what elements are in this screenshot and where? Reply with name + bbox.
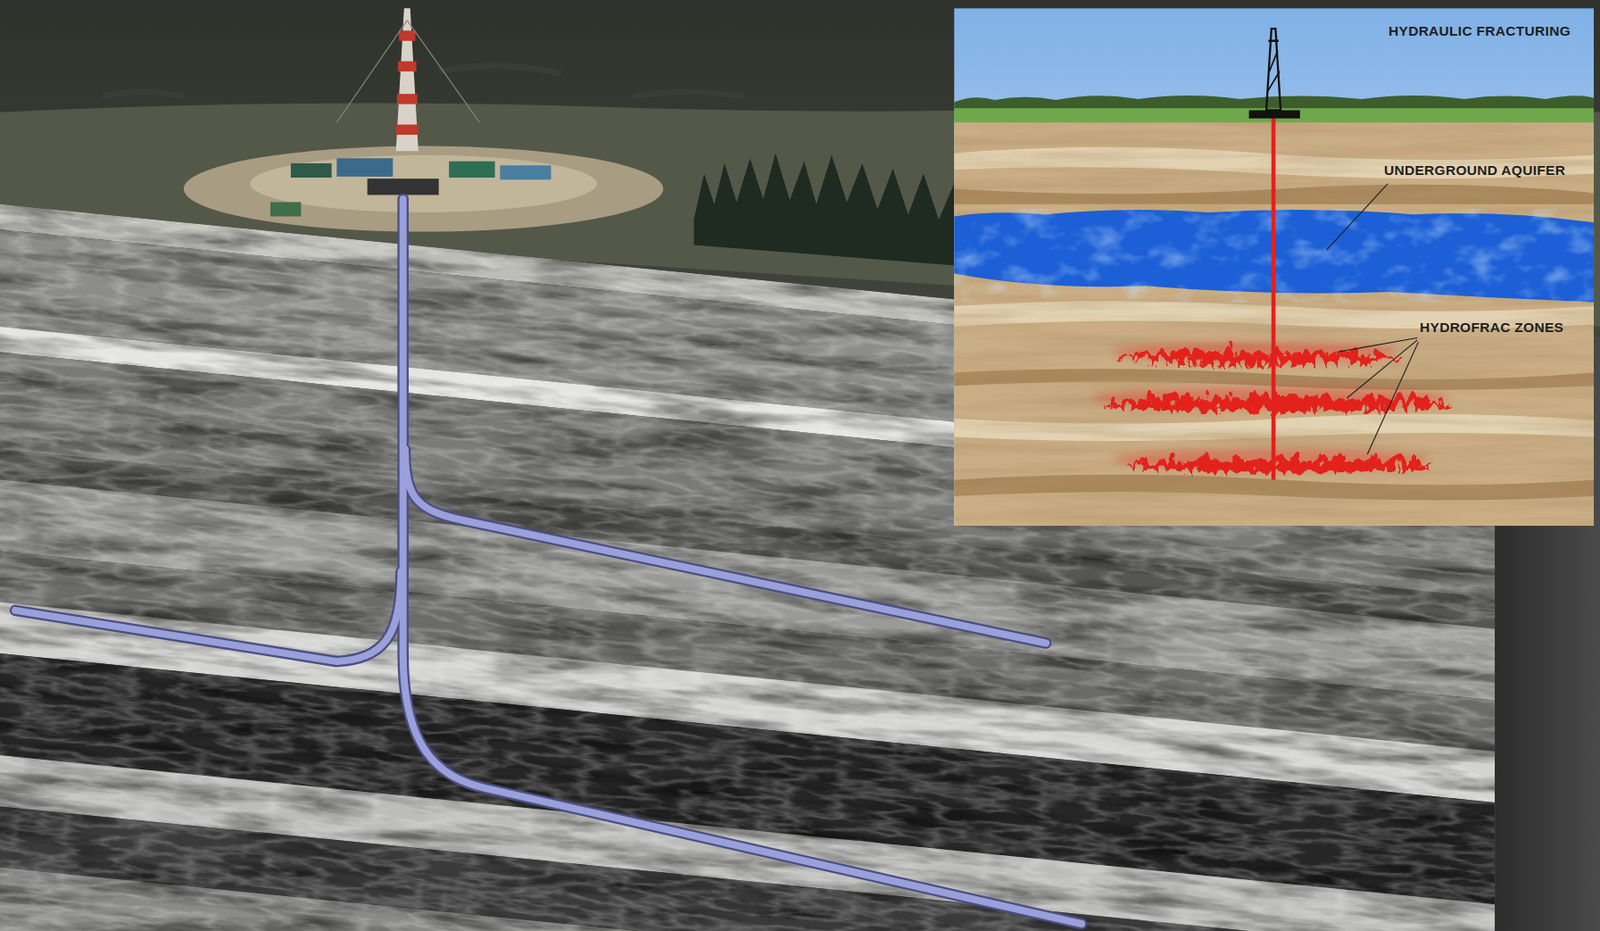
aquifer-label: UNDERGROUND AQUIFER [1384, 162, 1566, 179]
inset-title: HYDRAULIC FRACTURING [1388, 23, 1571, 40]
zone-label: HYDROFRAC ZONES [1419, 319, 1564, 336]
